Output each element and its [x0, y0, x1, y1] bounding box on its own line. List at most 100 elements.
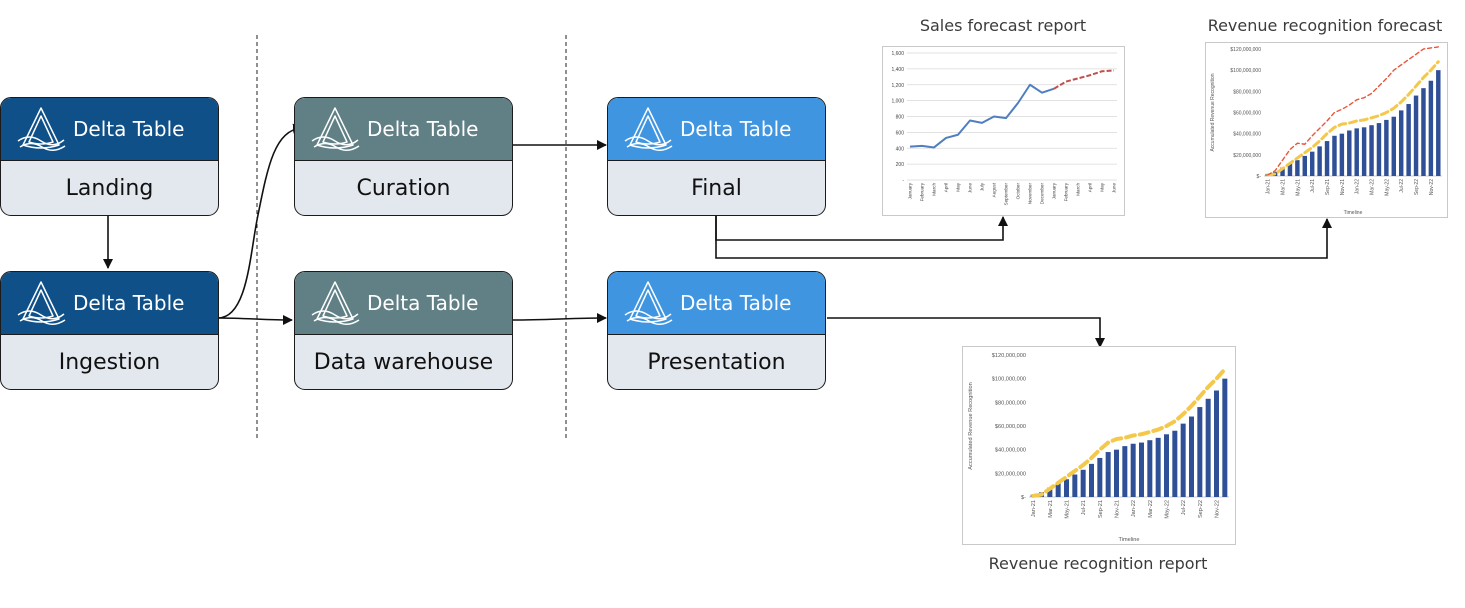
x-tick-label: Sep-21	[1098, 500, 1104, 518]
y-tick-label: $100,000,000	[1230, 68, 1261, 74]
y-tick-label: $20,000,000	[1233, 153, 1261, 159]
actual-sales-line	[909, 83, 1055, 149]
delta-lake-icon	[17, 281, 66, 325]
x-tick-label: February	[920, 182, 925, 201]
node-header-text: Delta Table	[73, 291, 185, 315]
arrow-ingestion-warehouse	[217, 314, 293, 325]
node-ingestion: Delta Table Ingestion	[0, 271, 219, 390]
revenue-bar	[1436, 70, 1441, 176]
x-tick-label: September	[1004, 183, 1009, 206]
arrow-final-revenue-forecast	[715, 215, 1332, 259]
y-axis-label: Accumulated Revenue Recognition	[1210, 73, 1216, 151]
x-tick-label: Jan-22	[1355, 179, 1361, 195]
y-tick-label: 1,400	[891, 67, 904, 73]
revenue-bar	[1361, 127, 1367, 176]
revenue-bar	[1413, 95, 1419, 176]
delta-lake-icon	[311, 281, 360, 325]
y-tick-label: $120,000,000	[1230, 47, 1261, 53]
revenue-bar	[1354, 128, 1359, 176]
sales-forecast-title: Sales forecast report	[919, 16, 1087, 35]
revenue-bar	[1197, 407, 1203, 497]
revenue-bar	[1080, 469, 1086, 497]
x-tick-label: August	[992, 182, 997, 197]
revenue-bar	[1428, 80, 1434, 176]
node-data-warehouse: Delta Table Data warehouse	[294, 271, 513, 390]
y-tick-label: $120,000,000	[992, 353, 1026, 359]
delta-lake-icon	[311, 107, 360, 151]
x-tick-label: January	[1052, 182, 1057, 199]
x-tick-label: Sep-21	[1325, 179, 1331, 195]
x-tick-label: November	[1028, 183, 1033, 205]
node-label: Ingestion	[58, 349, 161, 375]
revenue-bar	[1147, 440, 1153, 497]
y-tick-label: $60,000,000	[1233, 111, 1261, 117]
x-tick-label: May-22	[1384, 179, 1390, 196]
node-label: Data warehouse	[313, 349, 494, 375]
node-header: Delta Table	[295, 272, 512, 335]
revenue-bar	[1155, 437, 1161, 497]
x-tick-label: Jan-21	[1266, 179, 1272, 195]
node-header-text: Delta Table	[680, 117, 792, 141]
x-tick-label: December	[1040, 183, 1045, 205]
node-final: Delta Table Final	[607, 97, 826, 216]
revenue-bar	[1369, 125, 1374, 176]
y-tick-label: $60,000,000	[995, 424, 1026, 430]
arrow-final-sales	[715, 215, 1008, 241]
x-tick-label: Mar-21	[1281, 179, 1287, 195]
revenue-bar	[1105, 452, 1111, 497]
revenue-bar	[1139, 442, 1144, 497]
revenue-bar	[1172, 430, 1178, 497]
revenue-bar	[1376, 123, 1382, 176]
x-tick-label: May	[1100, 182, 1105, 191]
y-tick-label: 800	[896, 115, 905, 121]
delta-lake-icon	[17, 107, 66, 151]
y-tick-label: 600	[896, 130, 905, 136]
revenue-bar	[1064, 479, 1069, 497]
x-axis-label: Timeline	[1344, 210, 1363, 216]
y-tick-label: $80,000,000	[1233, 89, 1261, 95]
x-tick-label: Jul-22	[1399, 179, 1405, 193]
node-label: Curation	[356, 175, 451, 201]
x-tick-label: October	[1016, 183, 1021, 200]
y-axis-label: Accumulated Revenue Recognition	[968, 382, 974, 469]
revenue-bar	[1302, 155, 1308, 176]
revenue-bar	[1309, 151, 1315, 176]
x-tick-label: Jan-21	[1031, 500, 1037, 517]
y-tick-label: 1,200	[891, 83, 904, 89]
revenue-bar	[1222, 378, 1228, 497]
x-tick-label: Jan-22	[1131, 500, 1137, 517]
node-header-text: Delta Table	[73, 117, 185, 141]
node-header: Delta Table	[295, 98, 512, 161]
y-tick-label: $-	[1257, 174, 1262, 180]
node-header-text: Delta Table	[367, 291, 479, 315]
y-tick-label: 1,000	[891, 99, 904, 105]
x-tick-label: Sep-22	[1198, 500, 1204, 518]
y-tick-label: 1,600	[891, 51, 904, 57]
forecast-yellow-line	[1031, 367, 1227, 498]
revenue-forecast-chart: $-$20,000,000$40,000,000$60,000,000$80,0…	[1205, 42, 1448, 218]
x-tick-label: June	[968, 183, 973, 193]
revenue-bar	[1317, 146, 1322, 176]
revenue-bar	[1287, 163, 1293, 176]
node-header: Delta Table	[1, 98, 218, 161]
y-tick-label: 200	[896, 162, 905, 168]
revenue-forecast-title: Revenue recognition forecast	[1207, 16, 1443, 35]
x-tick-label: Nov-22	[1429, 179, 1435, 195]
delta-lake-icon	[624, 281, 673, 325]
node-header-text: Delta Table	[680, 291, 792, 315]
x-tick-label: April	[1088, 183, 1093, 192]
revenue-bar	[1384, 119, 1389, 176]
x-tick-label: Nov-21	[1340, 179, 1346, 195]
x-tick-label: May-22	[1165, 500, 1171, 519]
node-header: Delta Table	[1, 272, 218, 335]
revenue-bar	[1324, 141, 1330, 176]
revenue-bar	[1114, 449, 1119, 497]
revenue-bar	[1339, 133, 1345, 176]
x-tick-label: Nov-22	[1215, 500, 1221, 518]
revenue-bar	[1205, 398, 1211, 497]
x-tick-label: February	[1064, 182, 1069, 201]
x-tick-label: Mar-22	[1370, 179, 1376, 195]
revenue-report-title: Revenue recognition report	[988, 554, 1208, 573]
x-tick-label: Nov-21	[1115, 500, 1121, 518]
